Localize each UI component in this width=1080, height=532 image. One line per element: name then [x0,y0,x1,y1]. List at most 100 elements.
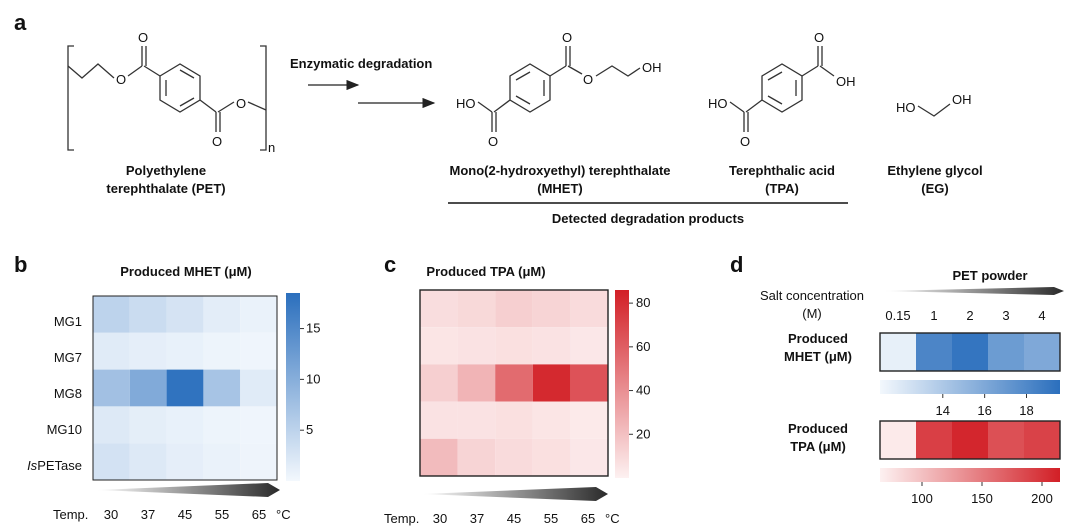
heatmap-b-cell [93,443,130,480]
pet-carbonyl2 [215,112,221,132]
tpa-bond [729,101,745,113]
salt-gradient-arrow [882,287,1064,295]
heatmap-c-cell [495,438,533,476]
heatmap-c-cell [532,290,571,328]
colorbar-tick: 40 [636,383,650,398]
pet-oxygen-ester2: O [236,96,246,111]
tpa-row-label-line1: Produced [788,421,848,436]
pet-oxygen-carbonyl2: O [212,134,222,149]
heatmap-c-cell [570,290,608,328]
concentration-tick: 2 [966,308,973,323]
heatmap-b-frame [92,295,278,481]
heatmap-c-cell [457,327,496,365]
concentration-tick: 1 [930,308,937,323]
heatmap-c-cell [495,364,533,402]
tpa-oxygen-low: O [740,134,750,149]
salt-axis-label-line1: Salt concentration [760,288,864,303]
tpa-salt-heatmap-cells [880,421,1060,459]
mhet-ho-label: HO [456,96,476,111]
eg-name-line2: (EG) [921,181,948,196]
heatmap-c-cell [420,327,458,365]
colorbar-tick: 14 [936,403,950,418]
heatmap-c-cell [495,401,533,439]
heatmap-b-cell [203,296,241,333]
pet-bond [143,65,161,77]
mhet-bond [493,99,511,113]
mhet-bond [477,101,493,113]
heatmap-b-cell [240,443,277,480]
heatmap-b-cell [166,406,204,444]
x-tick: 30 [433,511,447,526]
tpa-salt-cell [1024,421,1060,459]
heatmap-c-cell [457,364,496,402]
pet-bond [247,101,267,111]
tpa-salt-colorbar-ticks: 100 150 200 [911,482,1053,506]
eg-name-line1: Ethylene glycol [887,163,982,178]
heatmap-b-colorbar [286,293,300,481]
tpa-salt-cell [880,421,916,459]
heatmap-b-cell [129,369,167,407]
heatmap-b-cell [93,332,130,370]
heatmap-c-x-unit: °C [605,511,620,526]
heatmap-b-cell [93,296,130,333]
heatmap-c-cell [457,438,496,476]
products-label: Detected degradation products [552,211,744,226]
x-tick: 55 [215,507,229,522]
row-label: MG7 [54,350,82,365]
heatmap-c-cell [495,290,533,328]
pet-structure: n O O O O [67,30,275,155]
colorbar-tick: 18 [1019,403,1033,418]
colorbar-tick: 60 [636,339,650,354]
colorbar-tick: 200 [1031,491,1053,506]
tpa-bond [745,99,763,113]
pet-bond [217,101,235,113]
mhet-structure: HO O O O OH [456,30,662,149]
heatmap-b-x-unit: °C [276,507,291,522]
panel-label-a: a [14,10,27,35]
heatmap-b-cell [166,296,204,333]
pet-ring-double-bonds [165,69,195,107]
mhet-row-label-line1: Produced [788,331,848,346]
heatmap-b-cell [166,443,204,480]
heatmap-b-cell [166,332,204,370]
heatmap-c-cell [532,401,571,439]
heatmap-c-x-prefix: Temp. [384,511,419,526]
pet-bond [199,99,217,113]
mhet-bond [549,65,567,77]
heatmap-c-cell [570,364,608,402]
heatmap-c-cell [420,438,458,476]
mhet-ring-double-bonds [515,71,545,105]
heatmap-b-cell [203,406,241,444]
pet-carbonyl1 [141,46,147,66]
row-label: IsPETase [27,458,82,473]
pet-name-line1: Polyethylene [126,163,206,178]
pet-name-line2: terephthalate (PET) [106,181,225,196]
mhet-salt-colorbar-ticks: 14 16 18 [936,394,1034,418]
mhet-name-line2: (MHET) [537,181,583,196]
tpa-oxygen-high: O [814,30,824,45]
heatmap-b-cell [203,369,241,407]
tpa-salt-cell [916,421,952,459]
mhet-salt-heatmap-cells [880,333,1060,371]
mhet-salt-cell [916,333,952,371]
heatmap-c-cell [420,290,458,328]
tpa-oh-label: OH [836,74,856,89]
heatmap-c-cell [420,364,458,402]
colorbar-tick: 5 [306,422,313,437]
mhet-row-label-line2: MHET (μM) [784,349,852,364]
tpa-carbonyl-high [817,46,823,66]
tpa-row-label-line2: TPA (μM) [790,439,846,454]
heatmap-c-cell [457,401,496,439]
heatmap-b-cells [93,296,277,480]
heatmap-b-cell [203,443,241,480]
heatmap-b-cell [203,332,241,370]
x-tick: 37 [141,507,155,522]
heatmap-c-cell [532,364,571,402]
row-label: MG8 [54,386,82,401]
x-tick: 45 [507,511,521,526]
mhet-carbonyl-high [565,46,571,66]
heatmap-c-cell [420,401,458,439]
tpa-bond [801,65,819,77]
pet-subscript-n: n [268,140,275,155]
